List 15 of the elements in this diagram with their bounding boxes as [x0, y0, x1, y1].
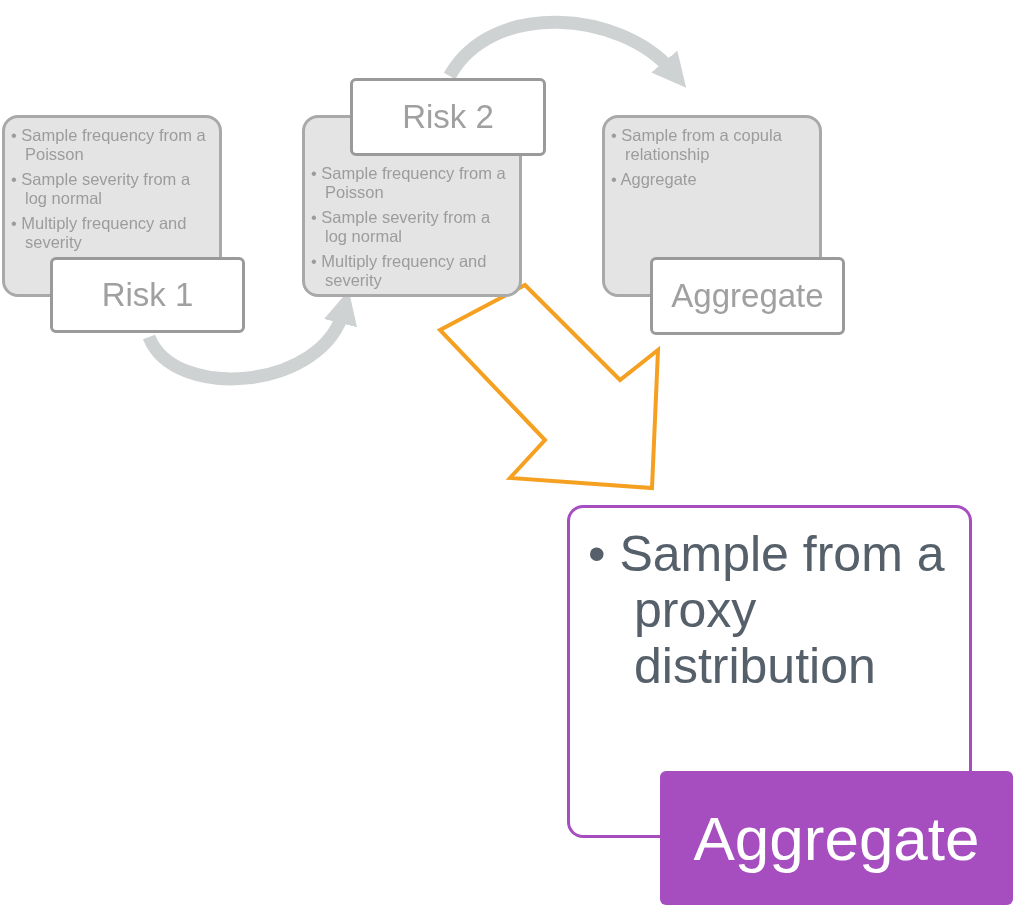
bullet-text: • Sample from a proxy distribution: [588, 526, 946, 694]
curved-arrow: [444, 15, 688, 87]
bullet-text: • Sample frequency from a Poisson: [11, 126, 207, 164]
title-tab: Risk 1: [50, 257, 245, 333]
bullet-text: • Sample from a copula relationship: [611, 126, 783, 164]
bullet-text: • Multiply frequency and severity: [311, 251, 488, 290]
bullet-text: • Sample severity from a log normal: [311, 207, 492, 246]
bullet-text: • Multiply frequency and severity: [11, 213, 188, 252]
title-tab: Risk 2: [350, 78, 546, 156]
bullet-text: • Sample frequency from a Poisson: [311, 164, 507, 202]
title-tab: Aggregate: [660, 771, 1013, 905]
bullet-text: • Sample severity from a log normal: [11, 169, 192, 208]
block-arrow: [436, 282, 661, 491]
title-tab: Aggregate: [650, 257, 845, 335]
bullet-text: • Aggregate: [611, 169, 698, 189]
